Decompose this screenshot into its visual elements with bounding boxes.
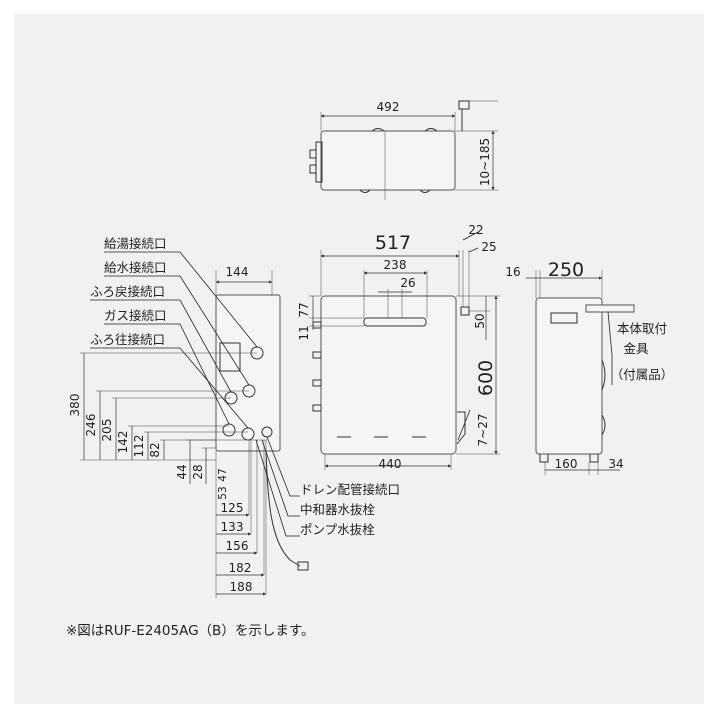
drain-hose: [265, 450, 301, 567]
dim-182: 182: [229, 561, 252, 575]
leader-gas: [104, 323, 230, 425]
dimension-drawing: 492 10~185 517 22 25 238 26: [68, 100, 673, 598]
side-view: 16 250 160 34 本体取付 金具 （付属品）: [505, 259, 673, 475]
dim-112: 112: [132, 435, 146, 458]
dim-380: 380: [68, 394, 82, 417]
left-view: 144 380 246 205 142 112 82 44 28 47 53: [68, 265, 309, 598]
dim-133: 133: [221, 520, 244, 534]
dim-10-185: 10~185: [478, 138, 492, 186]
footnote: ※図はRUF-E2405AG（B）を示します。: [66, 623, 315, 639]
dim-26: 26: [400, 276, 415, 290]
leader-water-inlet: [104, 275, 250, 386]
dim-47: 47: [217, 468, 229, 481]
dim-144: 144: [226, 265, 249, 279]
leader-bath-return: [90, 299, 232, 393]
dim-156: 156: [226, 539, 249, 553]
front-view: 517 22 25 238 26 77 11 50 600 7~27: [297, 223, 500, 471]
dim-53: 53: [217, 486, 229, 499]
bracket-label-1: 本体取付: [617, 321, 667, 336]
dim-125: 125: [221, 501, 244, 515]
label-bath-supply: ふろ往接続口: [90, 332, 165, 347]
label-neutralizer-drain: 中和器水抜栓: [300, 502, 376, 517]
dim-492: 492: [377, 100, 400, 114]
leader-pump: [255, 439, 300, 537]
top-view-details: [359, 128, 438, 193]
drawing-background: 492 10~185 517 22 25 238 26: [14, 14, 704, 704]
label-gas-inlet: ガス接続口: [104, 308, 167, 323]
dim-160: 160: [555, 457, 578, 471]
leader-hot-water: [104, 251, 258, 348]
dim-238: 238: [384, 258, 407, 272]
label-water-inlet: 給水接続口: [104, 260, 167, 275]
dim-77: 77: [297, 302, 311, 317]
label-drain-connection: ドレン配管接続口: [300, 482, 400, 497]
dim-517: 517: [375, 232, 411, 254]
dim-28: 28: [191, 464, 205, 479]
front-bracket: [460, 306, 470, 316]
label-bath-return: ふろ戻接続口: [90, 284, 165, 299]
side-feet: [539, 454, 599, 463]
dim-188: 188: [230, 580, 253, 594]
dim-600: 600: [475, 360, 497, 396]
front-exhaust: [363, 317, 427, 327]
dim-44: 44: [175, 464, 189, 479]
left-panel: [219, 342, 241, 372]
side-label-plate: [550, 312, 578, 324]
leader-22: [462, 231, 479, 241]
dim-142: 142: [116, 431, 130, 454]
leader-25: [468, 247, 479, 253]
leader-drain: [266, 436, 300, 497]
top-bracket: [458, 100, 470, 110]
leader-bracket: [607, 311, 613, 356]
side-view-body: [535, 297, 603, 455]
top-view: 492 10~185: [309, 100, 498, 200]
dim-82: 82: [148, 442, 162, 457]
connection-labels: 給湯接続口 給水接続口 ふろ戻接続口 ガス接続口 ふろ往接続口: [90, 236, 258, 429]
label-pump-drain: ポンプ水抜栓: [300, 522, 375, 537]
dim-50: 50: [473, 313, 487, 328]
front-side-fittings: [312, 321, 322, 412]
dim-250: 250: [548, 259, 584, 281]
leader-neutralizer: [261, 439, 300, 517]
left-view-body: [215, 294, 281, 452]
leader-bath-supply: [90, 347, 249, 429]
front-view-body: [320, 295, 457, 455]
dim-7-27: 7~27: [476, 414, 490, 447]
bracket-label-3: （付属品）: [611, 367, 674, 382]
dim-22: 22: [468, 223, 483, 237]
side-fittings: [601, 359, 606, 436]
dim-25: 25: [481, 240, 496, 254]
dim-246: 246: [84, 414, 98, 437]
top-view-fittings: [309, 141, 323, 183]
top-view-body: [320, 130, 456, 191]
dim-205: 205: [100, 419, 114, 442]
dim-11: 11: [297, 325, 311, 340]
drain-plug: [297, 561, 309, 571]
label-hot-water-outlet: 給湯接続口: [104, 236, 167, 251]
dim-34: 34: [608, 457, 623, 471]
leader-7-27: [457, 409, 471, 441]
bracket-label-2: 金具: [623, 341, 649, 356]
drain-labels: ドレン配管接続口 中和器水抜栓 ポンプ水抜栓: [255, 436, 400, 537]
dim-440: 440: [379, 457, 402, 471]
dim-16: 16: [505, 265, 520, 279]
side-bracket: [585, 304, 635, 313]
